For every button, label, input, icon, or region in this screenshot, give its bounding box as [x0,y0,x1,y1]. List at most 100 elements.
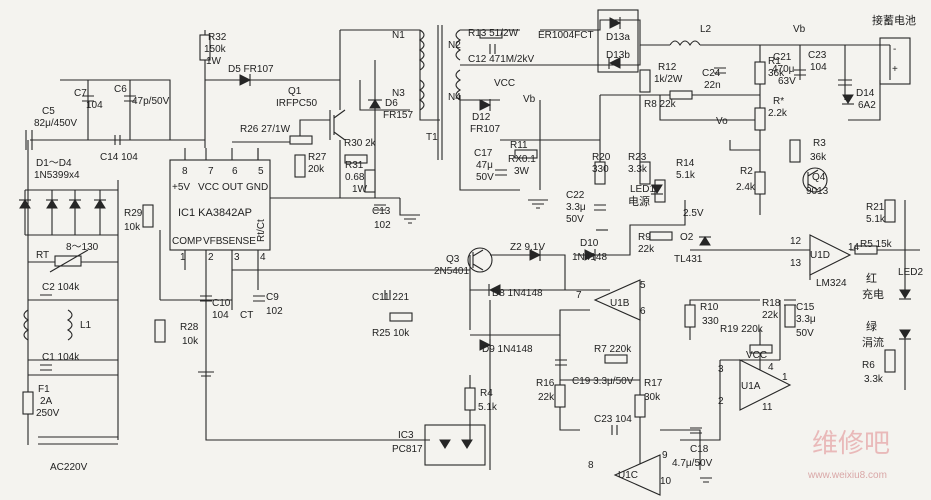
label-c19: C19 3.3μ/50V [572,376,634,387]
label-r7: R7 220k [594,344,632,355]
label-r11: R11 [510,140,528,151]
label-c23-value: 104 [810,62,827,73]
label-l2: L2 [700,24,712,35]
label-r14: R14 [676,158,695,169]
u1d-pin-14: 14 [848,242,860,253]
label-d6-part: FR157 [383,110,413,121]
label-r20: R20 [592,152,611,163]
u1b-pin-7: 7 [576,290,582,301]
label-r17: R17 [644,378,663,389]
label-q1: Q1 [288,86,302,97]
label-c10-value: 104 [212,310,229,321]
label-r11-value: RX0.1 [508,154,536,165]
label-r9-value: 22k [638,244,655,255]
label-r13: R13 51/2W [468,28,519,39]
label-d5: D5 FR107 [228,64,274,75]
label-r32-value: 150k [204,44,227,55]
label-f1-rating: 2A [40,396,53,407]
label-c5: C5 [42,106,55,117]
label-c2: C2 104k [42,282,80,293]
label-vcc-u1a: VCC [746,350,767,361]
label-r16-value: 22k [538,392,555,403]
label-d14-part: 6A2 [858,100,876,111]
label-c22: C22 [566,190,585,201]
label-rt-value: 8～130 [66,242,99,253]
label-d12: D12 [472,112,491,123]
label-c7-value: 104 [86,100,103,111]
label-r6: R6 [862,360,875,371]
ic1-pin-4: 4 [260,252,266,263]
ic1-pin-5: 5 [258,166,264,177]
label-vcc-top: VCC [494,78,515,89]
component-labels: R32 150k 1W D5 FR107 Q1 IRFPC50 N1 N2 N3… [34,14,923,487]
label-c15: C15 [796,302,815,313]
label-led2: LED2 [898,267,923,278]
label-d9: D9 1N4148 [482,344,533,355]
label-led1-desc: 电源 [628,194,650,208]
label-r27-value: 20k [308,164,325,175]
label-r23: R23 [628,152,647,163]
u1d-pin-12: 12 [790,236,802,247]
ic1-pin-2: 2 [208,252,214,263]
diode-symbols [19,9,911,351]
label-led-green: 绿 [866,319,877,333]
label-c17-volt: 50V [476,172,494,183]
watermark-url: www.weixiu8.com [807,470,887,481]
label-d10: D10 [580,238,599,249]
watermark-text: 维修吧 [812,429,890,459]
label-r29: R29 [124,208,143,219]
label-r5: R5 15k [860,239,893,250]
label-c23: C23 [808,50,827,61]
label-r29-value: 10k [124,222,141,233]
label-c24: C24 [702,68,721,79]
label-vb-top: Vb [793,24,806,35]
label-r12-value: 1k/2W [654,74,683,85]
label-u1c: U1C [618,470,638,481]
label-c18-value: 4.7μ/50V [672,458,713,469]
label-r18-value: 22k [762,310,779,321]
ic1-body [169,159,271,251]
resistor-symbols [49,29,896,418]
label-2v5: 2.5V [683,208,704,219]
u1b-pin-5: 5 [640,280,646,291]
label-o2: O2 [680,232,694,243]
label-r14-value: 5.1k [676,170,696,181]
label-lm324: LM324 [816,278,847,289]
label-d14: D14 [856,88,875,99]
label-r30: R30 2k [344,138,377,149]
label-n2: N2 [448,40,461,51]
label-r4: R4 [480,388,493,399]
label-c23b: C23 104 [594,414,632,425]
label-r17-value: 30k [644,392,661,403]
label-c18: C18 [690,444,709,455]
label-c12: C12 471M/2kV [468,54,534,65]
label-ic3: IC3 [398,430,414,441]
label-d10-part: 1N4148 [572,252,607,263]
transistor-symbols [329,109,828,273]
ic1-name: IC1 KA3842AP [178,207,252,219]
label-c15-volt: 50V [796,328,814,339]
label-r28: R28 [180,322,199,333]
label-c1: C1 104k [42,352,80,363]
label-r10-value: 330 [702,316,719,327]
ic1-pin-3: 3 [234,252,240,263]
label-c21-value: 470μ [772,64,795,75]
ic1-pin-7: 7 [208,166,214,177]
label-rt: RT [36,250,49,261]
label-c21-volt: 63V [778,76,796,87]
ic1-label-sense: SENSE [222,236,256,247]
label-r16: R16 [536,378,555,389]
label-led-red: 红 [866,272,877,285]
label-d12-part: FR107 [470,124,500,135]
label-r32: R32 [208,32,227,43]
label-q4: Q4 [812,172,826,183]
label-f1: F1 [38,384,50,395]
label-f1-volt: 250V [36,408,60,419]
label-r21: R21 [866,202,885,213]
label-d6: D6 [385,98,398,109]
label-q4-part: 9013 [806,186,829,197]
label-l1: L1 [80,320,92,331]
label-n4: N4 [448,92,461,103]
label-r2: R2 [740,166,753,177]
label-r25: R25 10k [372,328,410,339]
